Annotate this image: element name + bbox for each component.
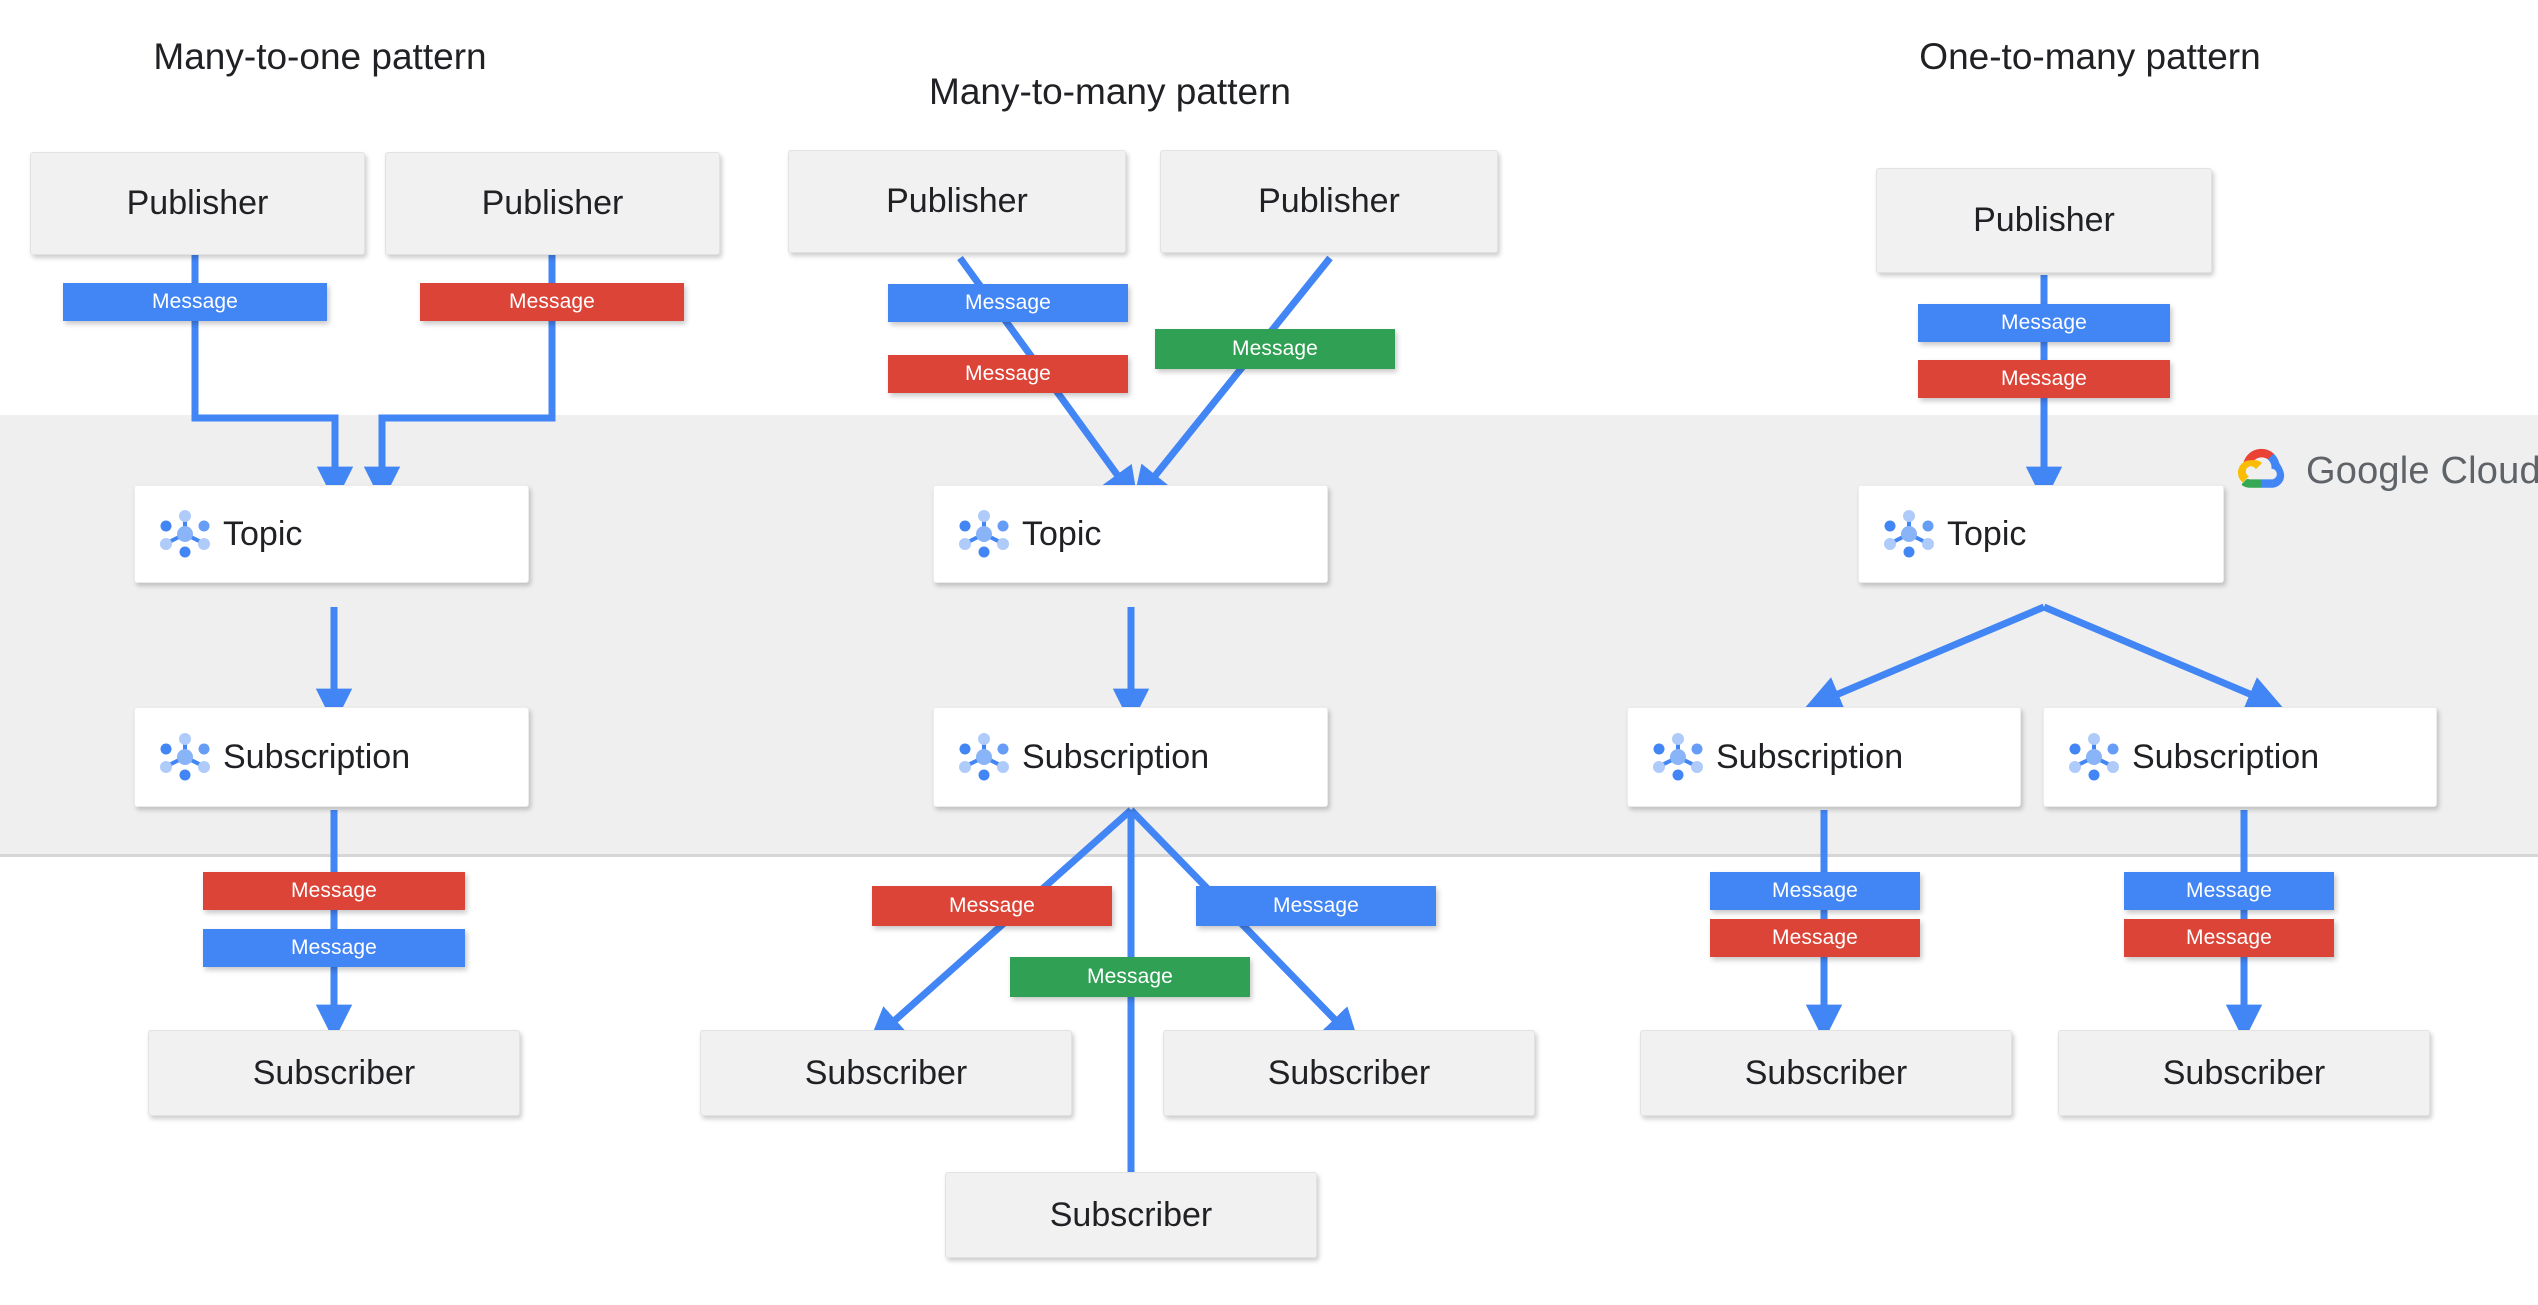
topic-label: Topic [223, 514, 303, 553]
pubsub-icon [1650, 729, 1706, 785]
message-chip: Message [888, 284, 1128, 322]
subscription-label: Subscription [1022, 737, 1210, 776]
message-chip: Message [1918, 304, 2170, 342]
subscriber-box[interactable]: Subscriber [1640, 1030, 2012, 1116]
subscription-box[interactable]: Subscription [933, 707, 1328, 807]
message-chip: Message [1918, 360, 2170, 398]
pubsub-icon [956, 506, 1012, 562]
publisher-box[interactable]: Publisher [385, 152, 720, 255]
subscription-label: Subscription [223, 737, 411, 776]
publisher-box[interactable]: Publisher [30, 152, 365, 255]
message-chip: Message [1010, 957, 1250, 997]
pubsub-icon [956, 729, 1012, 785]
google-cloud-wordmark: Google Cloud [2306, 450, 2538, 492]
subscription-box[interactable]: Subscription [1627, 707, 2021, 807]
publisher-box[interactable]: Publisher [788, 150, 1126, 253]
subscription-label: Subscription [2132, 737, 2320, 776]
subscriber-box[interactable]: Subscriber [945, 1172, 1317, 1258]
topic-label: Topic [1022, 514, 1102, 553]
pattern-title-one-to-many: One-to-many pattern [1919, 36, 2261, 77]
message-chip: Message [63, 283, 327, 321]
subscriber-box[interactable]: Subscriber [700, 1030, 1072, 1116]
google-cloud-brand: Google Cloud [2236, 446, 2538, 497]
subscription-box[interactable]: Subscription [134, 707, 529, 807]
pubsub-icon [1881, 506, 1937, 562]
publisher-box[interactable]: Publisher [1160, 150, 1498, 253]
topic-label: Topic [1947, 514, 2027, 553]
pubsub-icon [157, 729, 213, 785]
pubsub-icon [157, 506, 213, 562]
pubsub-icon [2066, 729, 2122, 785]
topic-box[interactable]: Topic [1858, 485, 2224, 583]
message-chip: Message [203, 872, 465, 910]
publisher-box[interactable]: Publisher [1876, 168, 2212, 273]
topic-box[interactable]: Topic [134, 485, 529, 583]
google-cloud-logo-icon [2236, 446, 2290, 497]
message-chip: Message [203, 929, 465, 967]
message-chip: Message [2124, 919, 2334, 957]
message-chip: Message [2124, 872, 2334, 910]
message-chip: Message [1196, 886, 1436, 926]
pattern-title-many-to-many: Many-to-many pattern [929, 71, 1291, 112]
subscriber-box[interactable]: Subscriber [2058, 1030, 2430, 1116]
topic-box[interactable]: Topic [933, 485, 1328, 583]
subscriber-box[interactable]: Subscriber [1163, 1030, 1535, 1116]
message-chip: Message [420, 283, 684, 321]
message-chip: Message [872, 886, 1112, 926]
message-chip: Message [1710, 919, 1920, 957]
message-chip: Message [888, 355, 1128, 393]
message-chip: Message [1710, 872, 1920, 910]
subscription-label: Subscription [1716, 737, 1904, 776]
subscription-box[interactable]: Subscription [2043, 707, 2437, 807]
subscriber-box[interactable]: Subscriber [148, 1030, 520, 1116]
pattern-title-many-to-one: Many-to-one pattern [153, 36, 487, 77]
message-chip: Message [1155, 329, 1395, 369]
